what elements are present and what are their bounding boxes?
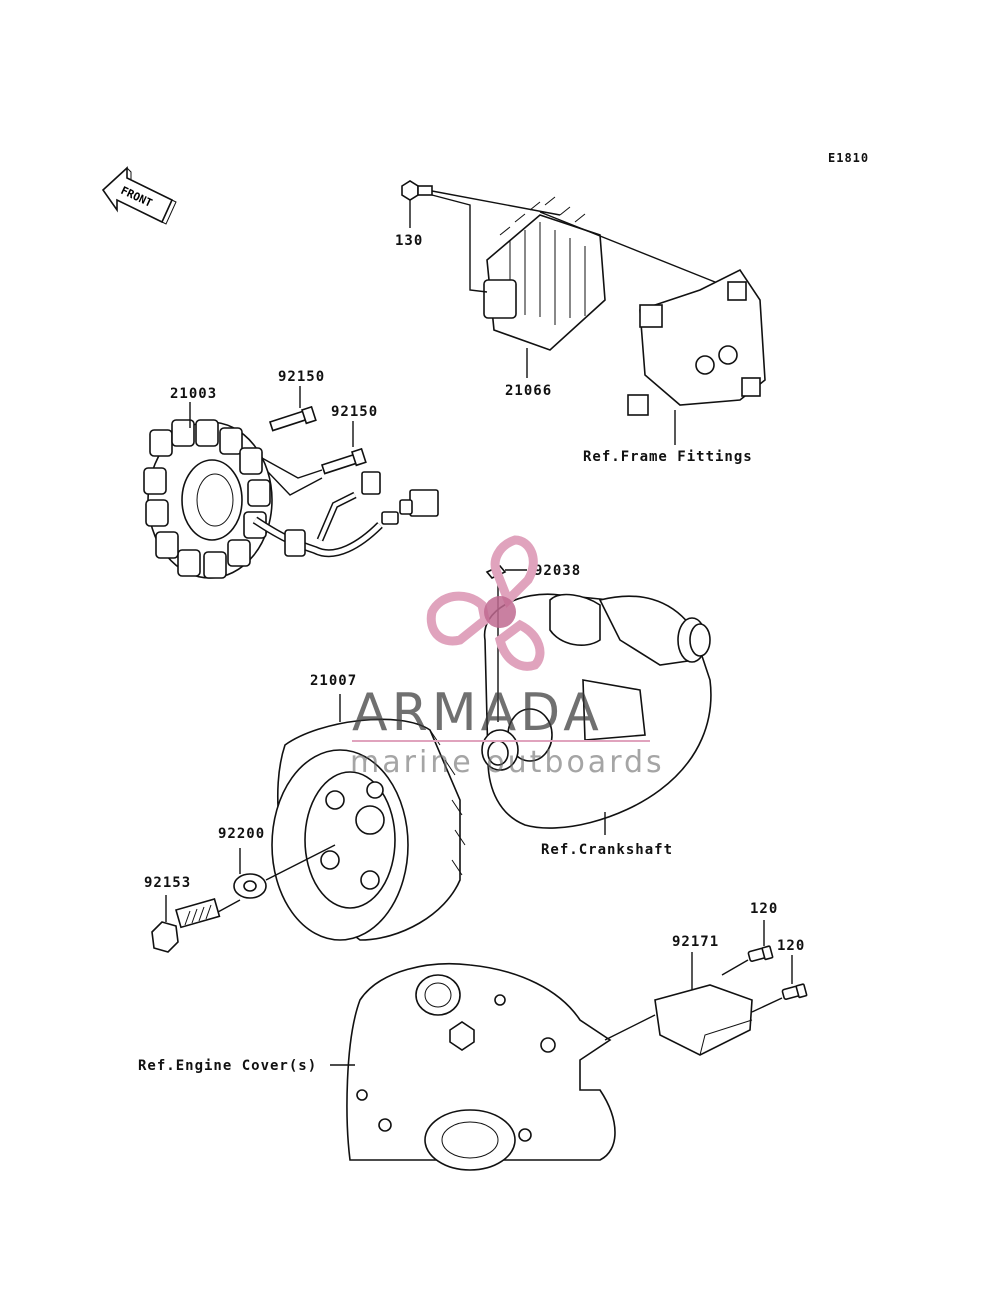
cover-92171 [654, 984, 753, 1056]
part-92150-lower: 92150 [331, 404, 378, 420]
part-92038: 92038 [534, 563, 581, 579]
washer-92200 [233, 873, 267, 899]
bolt-92150-lower [320, 447, 367, 475]
ref-crankshaft: Ref.Crankshaft [541, 842, 673, 858]
part-21007: 21007 [310, 673, 357, 689]
stator [143, 419, 273, 579]
ref-frame-fittings: Ref.Frame Fittings [583, 449, 753, 465]
watermark-logo: ARMADA marine outboards [350, 535, 665, 780]
screw-120-lower [781, 983, 808, 1001]
diagram-code: E1810 [828, 151, 869, 165]
frame-bracket [627, 268, 766, 416]
stator-clamp [284, 529, 306, 557]
bolt-130 [401, 180, 433, 201]
part-21066: 21066 [505, 383, 552, 399]
bolt-92150-upper [268, 405, 317, 432]
rotor-flywheel [271, 718, 466, 941]
watermark-subtitle: marine outboards [350, 745, 665, 780]
part-92153: 92153 [144, 875, 191, 891]
front-arrow-icon: FRONT [101, 166, 177, 225]
propeller-icon [426, 535, 545, 671]
engine-cover [346, 962, 616, 1171]
part-92200: 92200 [218, 826, 265, 842]
propeller-blade-left [426, 591, 490, 646]
ref-engine-cover: Ref.Engine Cover(s) [138, 1058, 317, 1074]
part-130: 130 [395, 233, 423, 249]
connector-large [399, 489, 439, 517]
propeller-hub [484, 596, 516, 628]
part-92150-upper: 92150 [278, 369, 325, 385]
bolt-92153 [151, 897, 221, 953]
propeller-blade-right [494, 619, 545, 671]
part-21003: 21003 [170, 386, 217, 402]
part-120-lower: 120 [777, 938, 805, 954]
part-120-upper: 120 [750, 901, 778, 917]
part-92171: 92171 [672, 934, 719, 950]
connector-small [361, 471, 399, 525]
watermark-title: ARMADA [352, 683, 603, 743]
propeller-blade-top [490, 535, 538, 609]
regulator-rectifier [483, 196, 606, 351]
screw-120-upper [747, 945, 774, 963]
